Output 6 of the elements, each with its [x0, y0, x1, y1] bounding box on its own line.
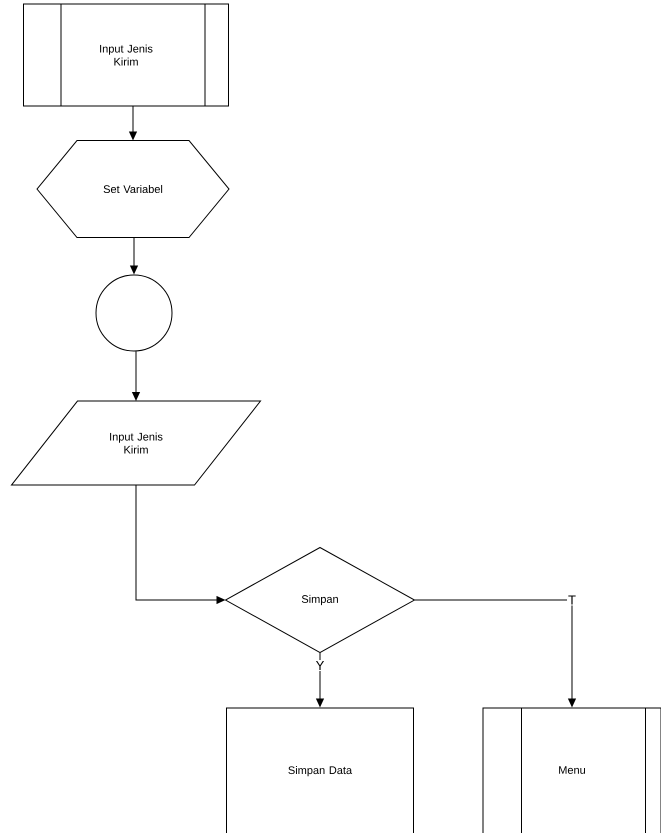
connector-circle — [96, 274, 172, 352]
process-box: Simpan Data — [226, 708, 414, 833]
predefined-process-box: Input Jenis Kirim — [23, 3, 229, 107]
predefined-process-box: Menu — [482, 707, 661, 833]
edge-label: Y — [314, 660, 326, 671]
edge-label: T — [567, 594, 577, 606]
